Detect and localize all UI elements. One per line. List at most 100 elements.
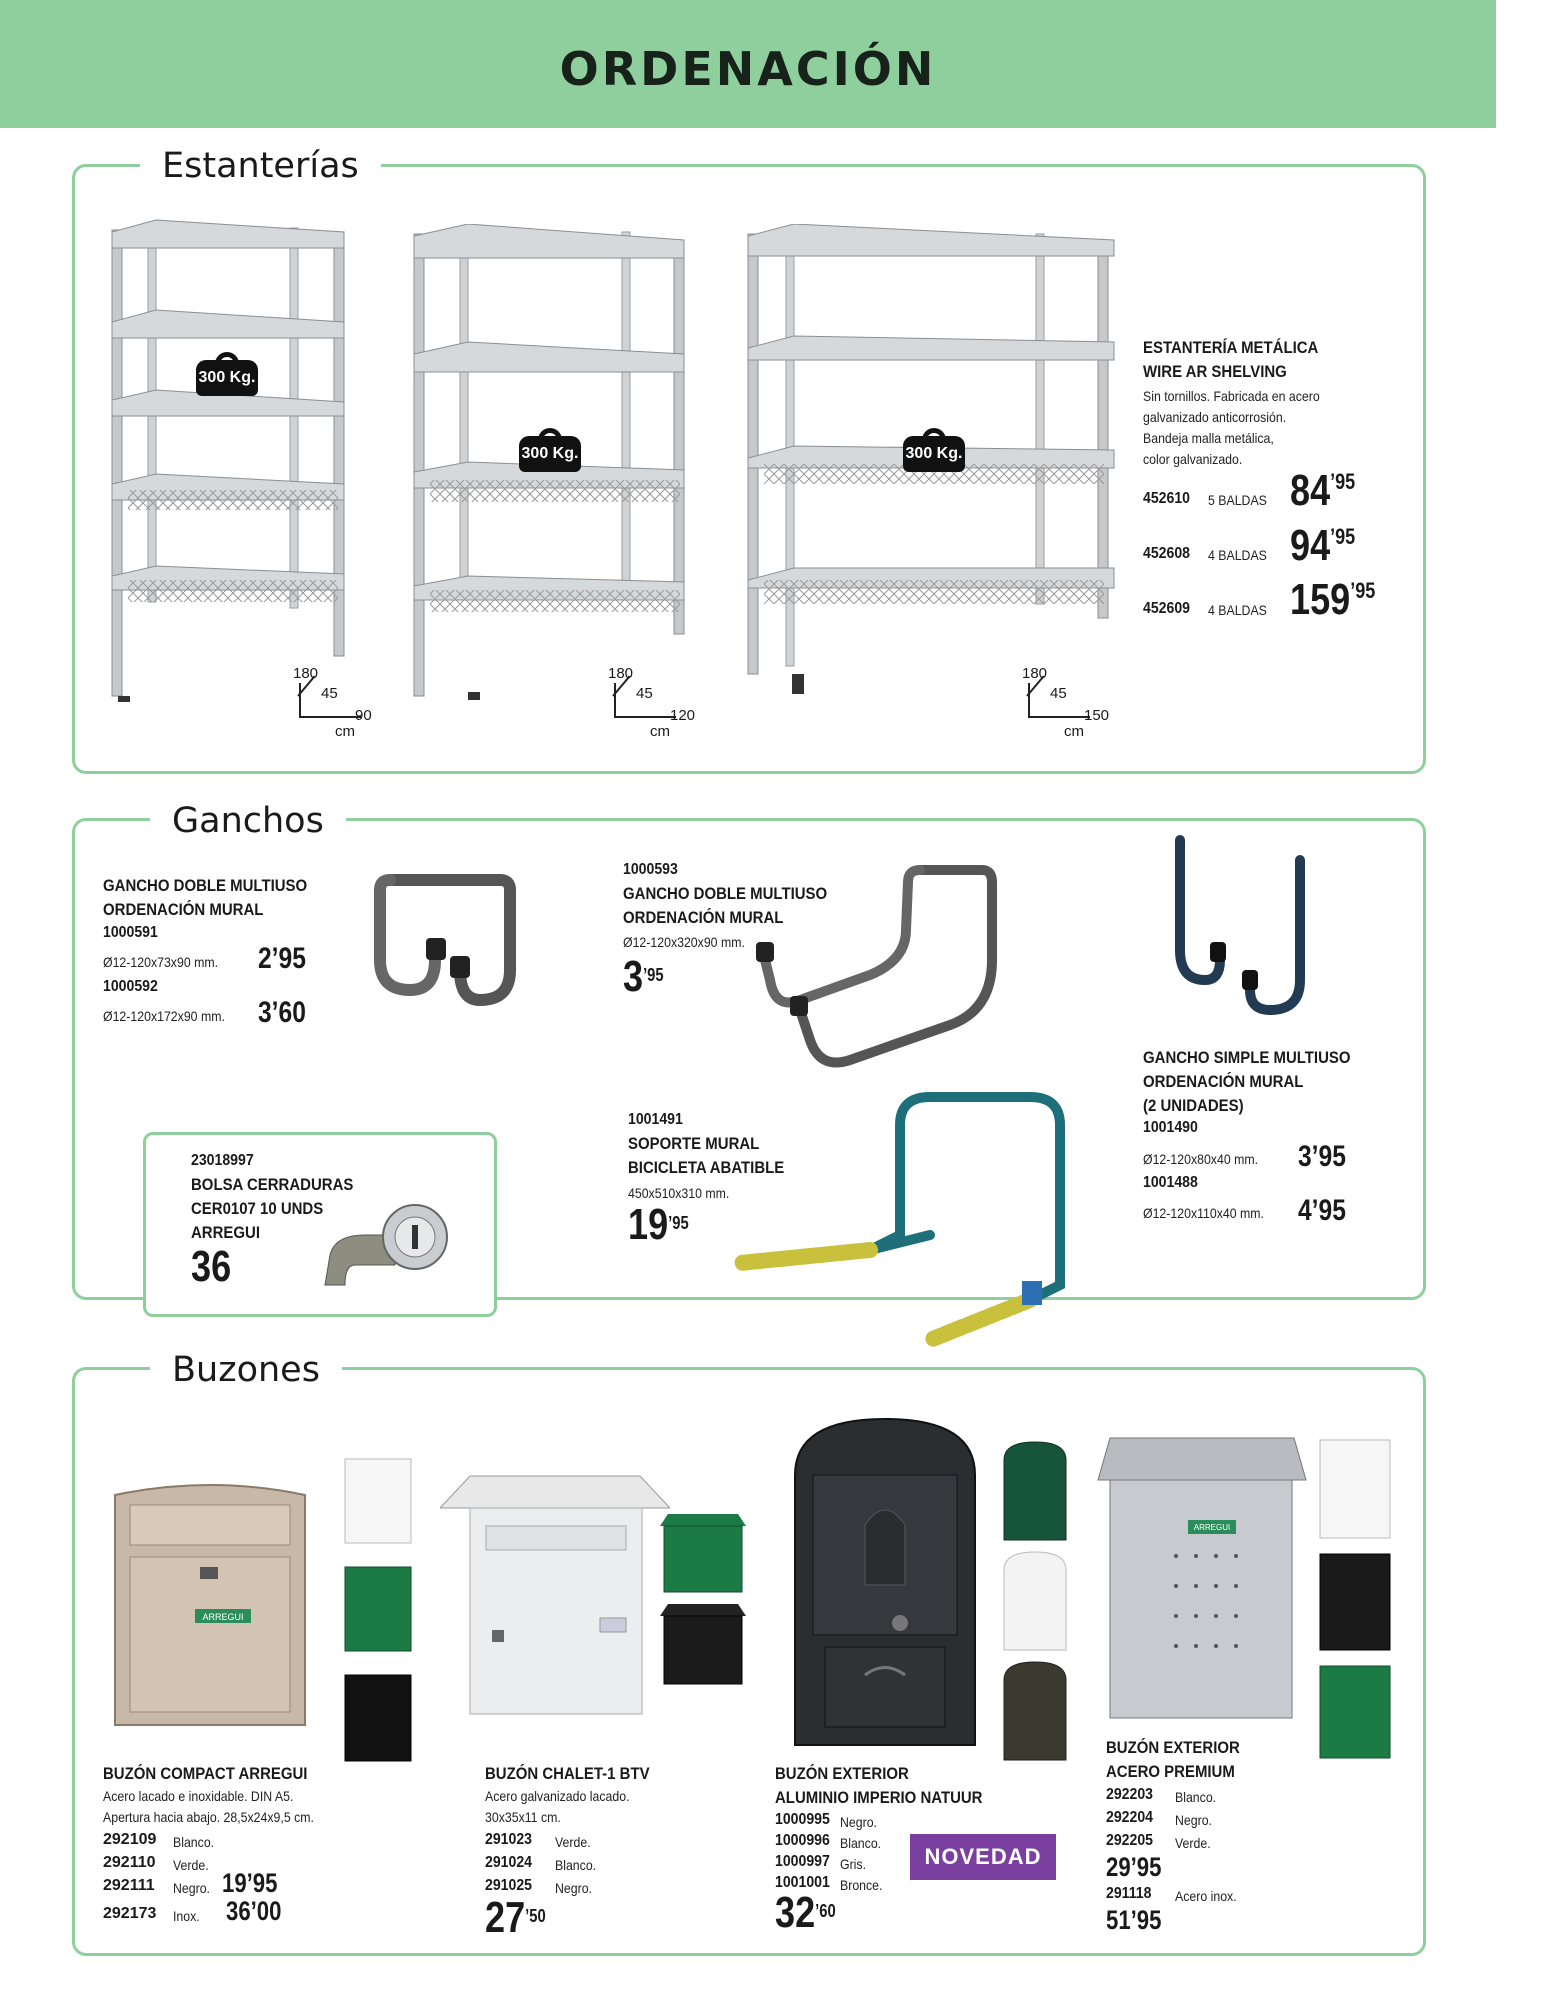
mailbox-compact-price-2: 36’00 <box>226 1896 282 1926</box>
hook-doble1-price-1: 2’95 <box>258 942 306 975</box>
hook-doble2-price: 3’95 <box>623 952 664 1001</box>
mailbox-premium-color-4: Acero inox. <box>1175 1888 1237 1904</box>
mailbox-compact-row-4: 292173 <box>103 1905 157 1922</box>
mailbox-compact-desc-2: Apertura hacia abajo. 28,5x24x9,5 cm. <box>103 1809 314 1825</box>
dimension-indicator-1: 180 45 90 cm <box>293 665 372 740</box>
mailbox-premium-name-1: BUZÓN EXTERIOR <box>1106 1738 1240 1757</box>
locks-name-1: BOLSA CERRADURAS <box>191 1175 354 1194</box>
shelving-variant-label-3: 4 BALDAS <box>1208 602 1267 618</box>
hook-doble2-image <box>756 865 997 1068</box>
mailbox-chalet-code-2: 291024 <box>485 1854 532 1871</box>
novedad-badge: NOVEDAD <box>910 1834 1056 1880</box>
hook-simple-name-3: (2 UNIDADES) <box>1143 1096 1244 1115</box>
mailbox-premium-code-3: 292205 <box>1106 1832 1153 1849</box>
bike-support-name-2: BICICLETA ABATIBLE <box>628 1158 785 1177</box>
mailbox-imperio-color-2: Blanco. <box>840 1835 882 1851</box>
hook-doble1-price-2: 3’60 <box>258 996 306 1029</box>
hook-doble2-name-2: ORDENACIÓN MURAL <box>623 908 784 927</box>
hook-simple-code-2: 1001488 <box>1143 1174 1198 1191</box>
weight-badge-1: 300 Kg. <box>196 352 258 396</box>
mailbox-compact-row-3: 292111 <box>103 1877 155 1894</box>
section-ganchos <box>72 818 1426 1300</box>
mailbox-compact-color-2: Verde. <box>173 1857 209 1873</box>
mailbox-premium-code-4: 291118 <box>1106 1885 1152 1902</box>
mailbox-premium-name-2: ACERO PREMIUM <box>1106 1762 1235 1781</box>
hook-doble2-code: 1000593 <box>623 861 678 878</box>
mailbox-compact-variants-image <box>344 1458 412 1762</box>
mailbox-premium-code-1: 292203 <box>1106 1786 1153 1803</box>
shelving-desc-3: Bandeja malla metálica, <box>1143 430 1274 446</box>
hook-simple-size-1: Ø12-120x80x40 mm. <box>1143 1151 1259 1167</box>
mailbox-compact-price-1: 19’95 <box>222 1868 278 1898</box>
hook-doble2-size: Ø12-120x320x90 mm. <box>623 934 745 950</box>
hook-doble1-code-1: 1000591 <box>103 924 158 941</box>
locks-name-3: ARREGUI <box>191 1223 260 1242</box>
section-buzones <box>72 1367 1426 1956</box>
section-title-ganchos: Ganchos <box>150 801 346 841</box>
shelving-variant-code-1: 452610 <box>1143 490 1190 507</box>
shelving-variant-price-3: 159’95 <box>1290 575 1376 624</box>
bike-support-price: 19’95 <box>628 1200 689 1249</box>
bike-support-name-1: SOPORTE MURAL <box>628 1134 760 1153</box>
mailbox-premium-image: ARREGUI <box>1097 1437 1307 1719</box>
mailbox-compact-name: BUZÓN COMPACT ARREGUI <box>103 1764 308 1783</box>
mailbox-chalet-image <box>440 1475 670 1715</box>
shelving-variant-label-1: 5 BALDAS <box>1208 492 1267 508</box>
hook-simple-price-1: 3’95 <box>1298 1140 1346 1173</box>
section-estanterias <box>72 164 1426 774</box>
hook-doble1-name-1: GANCHO DOBLE MULTIUSO <box>103 876 308 895</box>
mailbox-premium-price-2: 51’95 <box>1106 1905 1162 1935</box>
mailbox-compact-color-3: Negro. <box>173 1880 210 1896</box>
mailbox-premium-color-2: Negro. <box>1175 1812 1212 1828</box>
mailbox-premium-price-1: 29’95 <box>1106 1852 1162 1882</box>
mailbox-compact-color-1: Blanco. <box>173 1834 215 1850</box>
page-header: ORDENACIÓN <box>0 0 1496 128</box>
hook-simple-size-2: Ø12-120x110x40 mm. <box>1143 1205 1264 1221</box>
mailbox-premium-variants-image <box>1319 1439 1391 1759</box>
page-title: ORDENACIÓN <box>559 42 937 96</box>
mailbox-compact-row-1: 292109 <box>103 1831 157 1848</box>
bike-support-code: 1001491 <box>628 1111 683 1128</box>
hook-simple-price-2: 4’95 <box>1298 1194 1346 1227</box>
locks-code: 23018997 <box>191 1152 254 1169</box>
hook-doble1-name-2: ORDENACIÓN MURAL <box>103 900 264 919</box>
mailbox-imperio-name-2: ALUMINIO IMPERIO NATUUR <box>775 1788 983 1807</box>
hook-doble1-size-2: Ø12-120x172x90 mm. <box>103 1008 225 1024</box>
bike-support-size: 450x510x310 mm. <box>628 1185 730 1201</box>
bike-support-image <box>732 1092 1065 1348</box>
shelving-variant-price-2: 94’95 <box>1290 521 1356 570</box>
mailbox-imperio-code-4: 1001001 <box>775 1874 830 1891</box>
weight-badge-3: 300 Kg. <box>903 428 965 472</box>
mailbox-imperio-code-2: 1000996 <box>775 1832 830 1849</box>
mailbox-imperio-image <box>794 1417 976 1746</box>
hook-simple-name-1: GANCHO SIMPLE MULTIUSO <box>1143 1048 1351 1067</box>
dimension-indicator-3: 180 45 150 cm <box>1022 665 1110 740</box>
shelf-4-medium-image <box>413 224 685 700</box>
mailbox-compact-row-2: 292110 <box>103 1854 156 1871</box>
shelving-name-1: ESTANTERÍA METÁLICA <box>1143 338 1319 357</box>
mailbox-chalet-color-2: Blanco. <box>555 1857 597 1873</box>
mailbox-premium-code-2: 292204 <box>1106 1809 1153 1826</box>
dimension-indicator-2: 180 45 120 cm <box>608 665 696 740</box>
shelf-5-image <box>111 219 345 702</box>
hook-simple-image <box>1175 835 1305 1016</box>
mailbox-imperio-code-3: 1000997 <box>775 1853 830 1870</box>
shelving-desc-2: galvanizado anticorrosión. <box>1143 409 1287 425</box>
shelf-4-wide-image <box>747 224 1115 694</box>
mailbox-chalet-variants-image <box>660 1514 746 1685</box>
section-title-estanterias: Estanterías <box>140 146 381 186</box>
mailbox-chalet-desc-1: Acero galvanizado lacado. <box>485 1788 630 1804</box>
mailbox-chalet-color-3: Negro. <box>555 1880 592 1896</box>
hook-doble1-image <box>374 874 516 1007</box>
lock-image <box>324 1204 448 1286</box>
mailbox-chalet-name: BUZÓN CHALET-1 BTV <box>485 1764 650 1783</box>
mailbox-imperio-code-1: 1000995 <box>775 1811 830 1828</box>
mailbox-imperio-price: 32’60 <box>775 1888 836 1937</box>
weight-badge-2: 300 Kg. <box>519 428 581 472</box>
shelving-variant-code-3: 452609 <box>1143 600 1190 617</box>
mailbox-compact-logo: ARREGUI <box>202 1612 243 1622</box>
hook-simple-code-1: 1001490 <box>1143 1119 1198 1136</box>
locks-name-2: CER0107 10 UNDS <box>191 1199 324 1218</box>
hook-doble2-name-1: GANCHO DOBLE MULTIUSO <box>623 884 828 903</box>
hook-doble1-size-1: Ø12-120x73x90 mm. <box>103 954 219 970</box>
